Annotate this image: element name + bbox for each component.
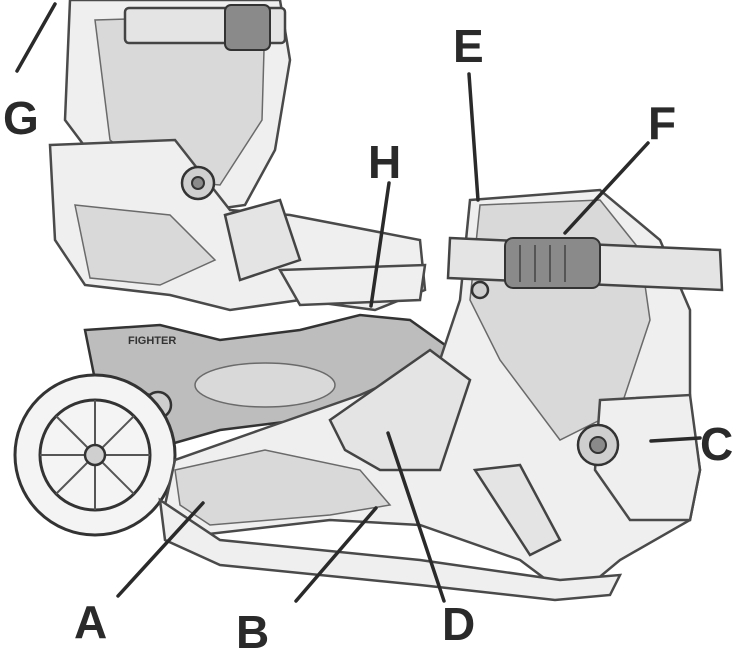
- frame-logo-plate: [194, 362, 336, 408]
- right-skate-strap-rivet: [470, 280, 490, 300]
- right-skate-sole: [158, 497, 623, 602]
- label-E: E: [453, 20, 484, 72]
- right-skate: [158, 188, 724, 602]
- left-skate-ankle-bolt-center: [191, 176, 205, 190]
- leader-D: [386, 431, 446, 603]
- right-skate-lower-buckle: [472, 463, 562, 557]
- label-G: G: [3, 92, 39, 144]
- leader-E: [467, 72, 480, 202]
- labels: A B C D E F G H: [3, 20, 733, 655]
- leader-F: [563, 141, 650, 235]
- label-B: B: [236, 606, 269, 655]
- left-skate: [48, 0, 427, 312]
- leader-H: [369, 181, 391, 308]
- right-skate-ankle-bolt-center: [589, 436, 607, 454]
- label-H: H: [368, 136, 401, 188]
- left-skate-toe-sole: [277, 263, 427, 307]
- rear-wheel-axle: [83, 443, 107, 467]
- wheel-brand-text: FIGHTER: [128, 335, 176, 347]
- right-skate-ratchet-buckle: [504, 237, 601, 289]
- right-skate-toe-mesh: [174, 449, 392, 526]
- leader-G: [15, 2, 57, 73]
- label-A: A: [74, 596, 107, 648]
- label-F: F: [648, 97, 676, 149]
- left-skate-top-buckle: [224, 4, 271, 51]
- frame-assembly: FIGHTER: [13, 313, 447, 537]
- label-C: C: [700, 418, 733, 470]
- leader-A: [116, 501, 205, 598]
- left-skate-front-strap: [223, 198, 302, 282]
- right-skate-heel-counter: [593, 393, 702, 522]
- left-skate-heel-mesh: [74, 204, 217, 286]
- right-skate-instep-strap: [328, 348, 472, 472]
- leader-lines: [15, 2, 702, 603]
- label-D: D: [442, 598, 475, 650]
- leader-B: [294, 506, 378, 603]
- leader-C: [649, 436, 702, 443]
